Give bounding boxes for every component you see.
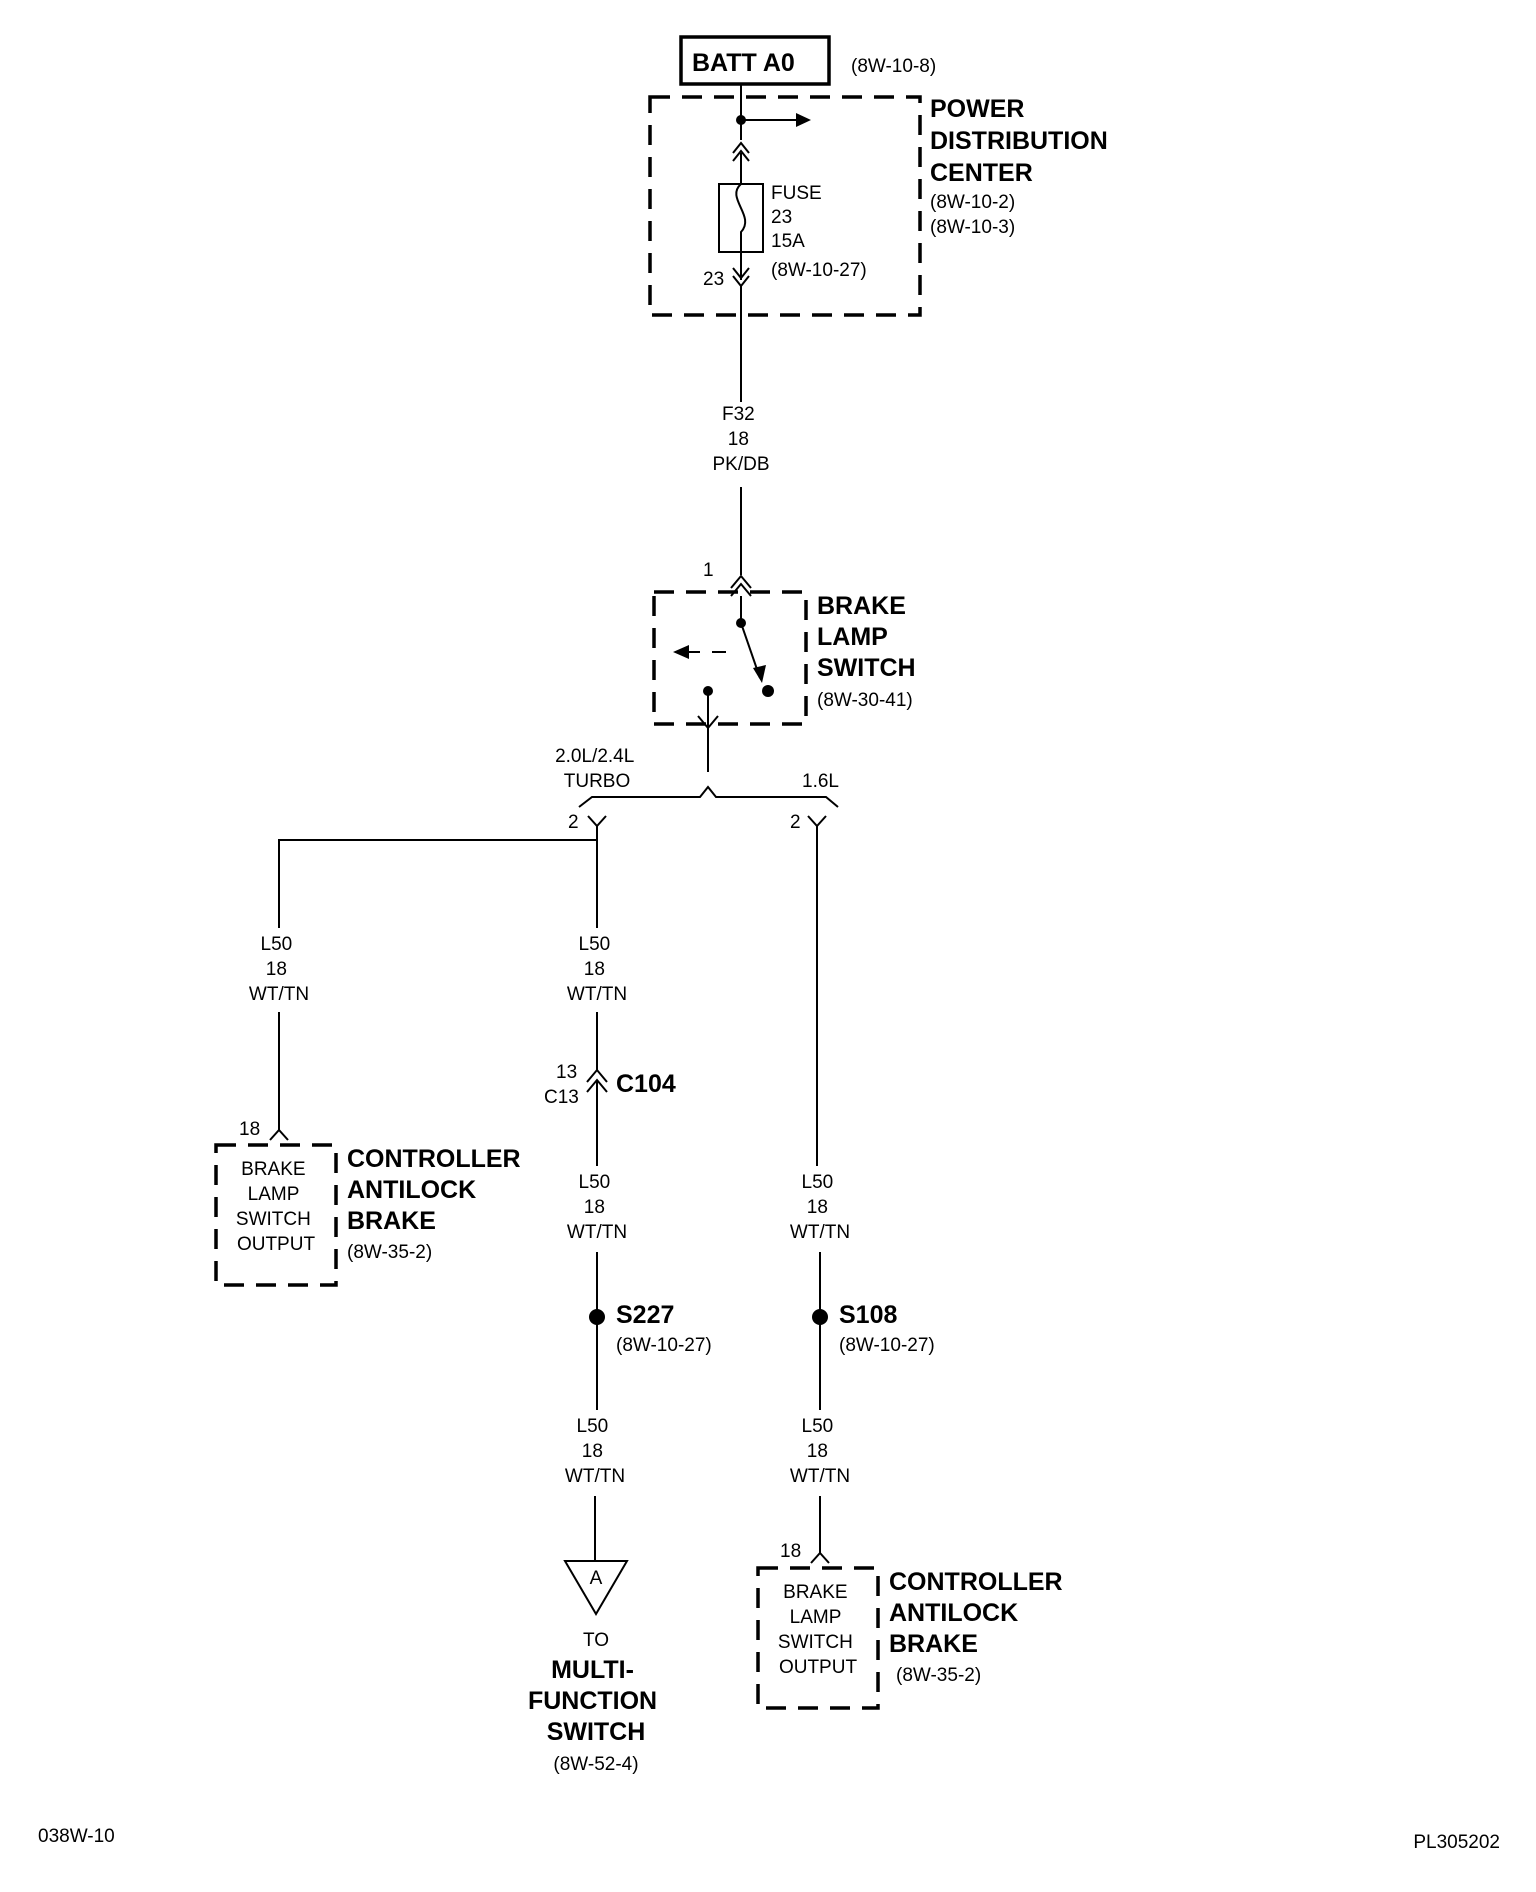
s108-name: S108: [839, 1301, 897, 1329]
s108-splice-dot: [812, 1309, 828, 1325]
offpage-triangle-icon: [563, 1560, 629, 1616]
wire-right-label-1: L50 18 WT/TN: [790, 1172, 850, 1243]
brake-switch-outline: [652, 590, 808, 726]
branch-left-label: 2.0L/2.4L TURBO: [555, 746, 639, 792]
controller-right-chevron-icon: [810, 1551, 830, 1564]
c104-name: C104: [616, 1070, 676, 1098]
battery-feed: BATT A0 (8W-10-8): [679, 35, 936, 86]
controller-right-ref: (8W-35-2): [896, 1665, 981, 1686]
controller-left-inner-label: BRAKE LAMP SWITCH OUTPUT: [236, 1159, 316, 1255]
s227-splice-dot: [589, 1309, 605, 1325]
switch-contact-dot: [762, 685, 774, 697]
offpage-letter: A: [590, 1568, 603, 1589]
wire-left-controller: L50 18 WT/TN: [249, 826, 598, 1130]
wire-f32-label: F32 18 PK/DB: [712, 404, 769, 475]
switch-blade-arrow-icon: [753, 665, 766, 683]
battery-box: [679, 35, 831, 86]
battery-ref: (8W-10-8): [851, 56, 936, 77]
brake-lamp-switch: 1 BRAKE LAMP SWITCH (8W-30-41): [652, 560, 916, 772]
controller-antilock-brake-right: 18 BRAKE LAMP SWITCH OUTPUT CONTROLLER A…: [756, 1541, 1070, 1710]
fuse-pin: 23: [703, 269, 724, 290]
offpage-ref: (8W-52-4): [553, 1754, 638, 1775]
brake-switch-top-chevron-icon: [730, 574, 752, 589]
controller-left-pin: 18: [239, 1119, 260, 1140]
s227-ref: (8W-10-27): [616, 1335, 712, 1356]
controller-antilock-brake-left: 18 BRAKE LAMP SWITCH OUTPUT CONTROLLER A…: [214, 1119, 528, 1287]
fuse-bottom-chevron-icon: [732, 267, 750, 280]
footer-left-code: 038W-10: [38, 1826, 115, 1847]
controller-right-title: CONTROLLER ANTILOCK BRAKE: [889, 1568, 1070, 1658]
controller-left-title: CONTROLLER ANTILOCK BRAKE: [347, 1145, 528, 1235]
brake-switch-title: BRAKE LAMP SWITCH: [817, 592, 916, 682]
controller-right-inner-label: BRAKE LAMP SWITCH OUTPUT: [778, 1582, 858, 1678]
s108-ref: (8W-10-27): [839, 1335, 935, 1356]
switch-actuator-arrow-icon: [673, 645, 689, 659]
fuse-top-chevron-icon: [732, 141, 750, 154]
fuse-label: FUSE 23 15A (8W-10-27): [771, 183, 867, 281]
pdc-bus-arrow-icon: [796, 113, 811, 127]
wire-right-label-2: L50 18 WT/TN: [790, 1416, 850, 1487]
footer-right-code: PL305202: [1413, 1832, 1500, 1853]
fuse-element-icon: [735, 183, 747, 252]
c104-pin-top: 13: [556, 1062, 577, 1083]
pdc-outline: [648, 95, 922, 317]
offpage-connector-a: A TO MULTI- FUNCTION SWITCH (8W-52-4): [528, 1560, 664, 1775]
wire-middle-label-1: L50 18 WT/TN: [567, 934, 627, 1005]
pdc-title: POWER DISTRIBUTION CENTER: [930, 95, 1115, 187]
s227-name: S227: [616, 1301, 674, 1329]
c104-chevron-top-icon: [586, 1068, 608, 1083]
branch-right-pin: 2: [790, 812, 801, 833]
right-pin-chevron-icon: [807, 815, 827, 828]
wire-right: L50 18 WT/TN S108 (8W-10-27) L50 18 WT/T…: [790, 826, 935, 1553]
wire-middle-label-3: L50 18 WT/TN: [565, 1416, 625, 1487]
c104-pin-bottom: C13: [544, 1087, 579, 1108]
power-distribution-center: FUSE 23 15A (8W-10-27) 23 POWER DISTRIBU…: [648, 84, 1115, 317]
branch-bracket: [578, 785, 839, 808]
controller-left-chevron-icon: [269, 1128, 289, 1141]
wire-middle: L50 18 WT/TN 13 C13 C104 L50 18 WT/TN S2…: [544, 826, 712, 1560]
offpage-to: TO: [583, 1630, 609, 1651]
pdc-refs: (8W-10-2) (8W-10-3): [930, 192, 1020, 238]
brake-switch-pin: 1: [703, 560, 714, 581]
wire-middle-label-2: L50 18 WT/TN: [567, 1172, 627, 1243]
brake-switch-ref: (8W-30-41): [817, 690, 913, 711]
engine-branch: 2.0L/2.4L TURBO 1.6L 2 2: [555, 746, 839, 833]
wire-f32: F32 18 PK/DB: [712, 286, 770, 575]
battery-label: BATT A0: [692, 49, 795, 77]
controller-right-pin: 18: [780, 1541, 801, 1562]
controller-left-ref: (8W-35-2): [347, 1242, 432, 1263]
branch-right-label: 1.6L: [802, 771, 839, 792]
controller-right-outline: [756, 1566, 880, 1710]
left-pin-chevron-icon: [587, 815, 607, 828]
wire-left-label: L50 18 WT/TN: [249, 934, 309, 1005]
branch-left-pin: 2: [568, 812, 579, 833]
offpage-title: MULTI- FUNCTION SWITCH: [528, 1656, 664, 1746]
controller-left-outline: [214, 1143, 338, 1287]
